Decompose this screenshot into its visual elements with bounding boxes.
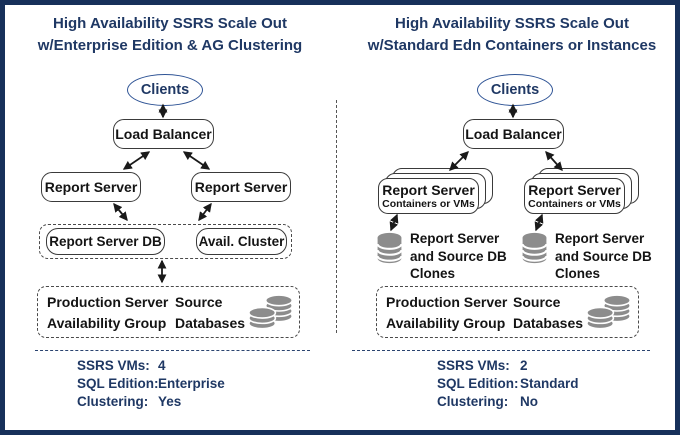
right-stat-row-ssrs-vms: SSRS VMs: 2 bbox=[437, 358, 528, 373]
right-clone-db-icon-2 bbox=[521, 232, 548, 269]
left-source-text: Source Databases bbox=[175, 292, 245, 334]
left-stat-value-ssrs-vms: 4 bbox=[158, 358, 166, 373]
right-stat-value-clustering: No bbox=[520, 394, 538, 409]
clone1-line2: and Source DB bbox=[410, 248, 507, 264]
left-production-line2: Availability Group bbox=[47, 315, 167, 331]
clone1-line3: Clones bbox=[410, 266, 456, 281]
stack1-subtitle: Containers or VMs bbox=[382, 198, 475, 210]
left-avail-cluster-label: Avail. Cluster bbox=[198, 234, 285, 249]
left-database-stack-icon bbox=[248, 290, 294, 337]
right-production-line1: Production Server bbox=[386, 294, 508, 310]
left-report-server-1-label: Report Server bbox=[44, 179, 138, 195]
left-stat-value-sql-edition: Enterprise bbox=[158, 376, 225, 391]
left-report-server-2-node: Report Server bbox=[191, 172, 291, 202]
left-source-line1: Source bbox=[175, 294, 223, 310]
arrow-right-stack2-clone bbox=[534, 213, 544, 232]
left-avail-cluster-node: Avail. Cluster bbox=[196, 228, 287, 255]
right-stats-separator bbox=[352, 350, 650, 351]
clone2-line3: Clones bbox=[555, 266, 601, 281]
arrow-left-lb-rs2 bbox=[182, 151, 211, 170]
right-report-server-stack-2: Report Server Containers or VMs bbox=[524, 168, 639, 214]
right-clients-label: Clients bbox=[490, 82, 540, 98]
left-report-server-db-label: Report Server DB bbox=[49, 234, 162, 249]
left-production-text: Production Server Availability Group bbox=[47, 292, 168, 334]
right-stat-label-sql-edition: SQL Edition: bbox=[437, 376, 519, 391]
stack1-title: Report Server bbox=[382, 182, 475, 198]
arrow-left-rs1-db bbox=[113, 202, 128, 222]
left-report-server-1-node: Report Server bbox=[41, 172, 141, 202]
right-stat-value-ssrs-vms: 2 bbox=[520, 358, 528, 373]
clone1-line1: Report Server bbox=[410, 231, 500, 246]
stack1-front-card: Report Server Containers or VMs bbox=[378, 178, 479, 214]
clone2-line1: Report Server bbox=[555, 231, 645, 246]
center-divider bbox=[336, 100, 337, 333]
left-stat-row-ssrs-vms: SSRS VMs: 4 bbox=[77, 358, 166, 373]
right-clone-text-1: Report Server and Source DB Clones bbox=[410, 230, 507, 283]
left-stats-separator bbox=[35, 350, 310, 351]
right-load-balancer-node: Load Balancer bbox=[463, 119, 564, 149]
right-report-server-stack-1: Report Server Containers or VMs bbox=[378, 168, 493, 214]
left-clients-label: Clients bbox=[140, 82, 190, 98]
right-production-text: Production Server Availability Group bbox=[386, 292, 507, 334]
left-stat-label-clustering: Clustering: bbox=[77, 394, 149, 409]
left-report-server-db-node: Report Server DB bbox=[46, 228, 165, 255]
right-load-balancer-label: Load Balancer bbox=[465, 126, 562, 142]
stack2-front-card: Report Server Containers or VMs bbox=[524, 178, 625, 214]
arrow-left-rs2-db bbox=[198, 202, 212, 222]
left-load-balancer-label: Load Balancer bbox=[115, 126, 212, 142]
left-stat-row-sql-edition: SQL Edition:Enterprise bbox=[77, 376, 225, 391]
right-title-line1: High Availability SSRS Scale Out bbox=[395, 15, 629, 32]
right-database-stack-icon bbox=[586, 290, 632, 337]
arrow-left-lb-rs1 bbox=[122, 151, 151, 170]
stack2-title: Report Server bbox=[528, 182, 621, 198]
left-source-line2: Databases bbox=[175, 315, 246, 331]
right-stat-value-sql-edition: Standard bbox=[520, 376, 579, 391]
right-source-line1: Source bbox=[513, 294, 561, 310]
left-stat-label-ssrs-vms: SSRS VMs: bbox=[77, 358, 150, 373]
right-stat-row-clustering: Clustering: No bbox=[437, 394, 538, 409]
right-diagram-title: High Availability SSRS Scale Out w/Stand… bbox=[346, 13, 678, 57]
left-production-line1: Production Server bbox=[47, 294, 169, 310]
left-diagram-title: High Availability SSRS Scale Out w/Enter… bbox=[8, 13, 332, 57]
clone2-line2: and Source DB bbox=[555, 248, 652, 264]
left-clients-node: Clients bbox=[127, 74, 203, 106]
right-stat-row-sql-edition: SQL Edition:Standard bbox=[437, 376, 579, 391]
right-source-text: Source Databases bbox=[513, 292, 583, 334]
left-title-line1: High Availability SSRS Scale Out bbox=[53, 15, 287, 32]
right-production-line2: Availability Group bbox=[386, 315, 506, 331]
stack2-subtitle: Containers or VMs bbox=[528, 198, 621, 210]
left-load-balancer-node: Load Balancer bbox=[113, 119, 214, 149]
right-clone-text-2: Report Server and Source DB Clones bbox=[555, 230, 652, 283]
right-stat-label-clustering: Clustering: bbox=[437, 394, 509, 409]
arrow-right-stack1-clone bbox=[389, 213, 399, 232]
left-stat-value-clustering: Yes bbox=[158, 394, 182, 409]
right-title-line2: w/Standard Edn Containers or Instances bbox=[367, 37, 657, 54]
right-clients-node: Clients bbox=[477, 74, 553, 106]
left-stat-row-clustering: Clustering: Yes bbox=[77, 394, 181, 409]
left-report-server-2-label: Report Server bbox=[194, 179, 288, 195]
right-clone-db-icon-1 bbox=[376, 232, 403, 269]
left-title-line2: w/Enterprise Edition & AG Clustering bbox=[37, 37, 303, 54]
right-source-line2: Databases bbox=[513, 315, 584, 331]
left-stat-label-sql-edition: SQL Edition: bbox=[77, 376, 159, 391]
right-stat-label-ssrs-vms: SSRS VMs: bbox=[437, 358, 510, 373]
